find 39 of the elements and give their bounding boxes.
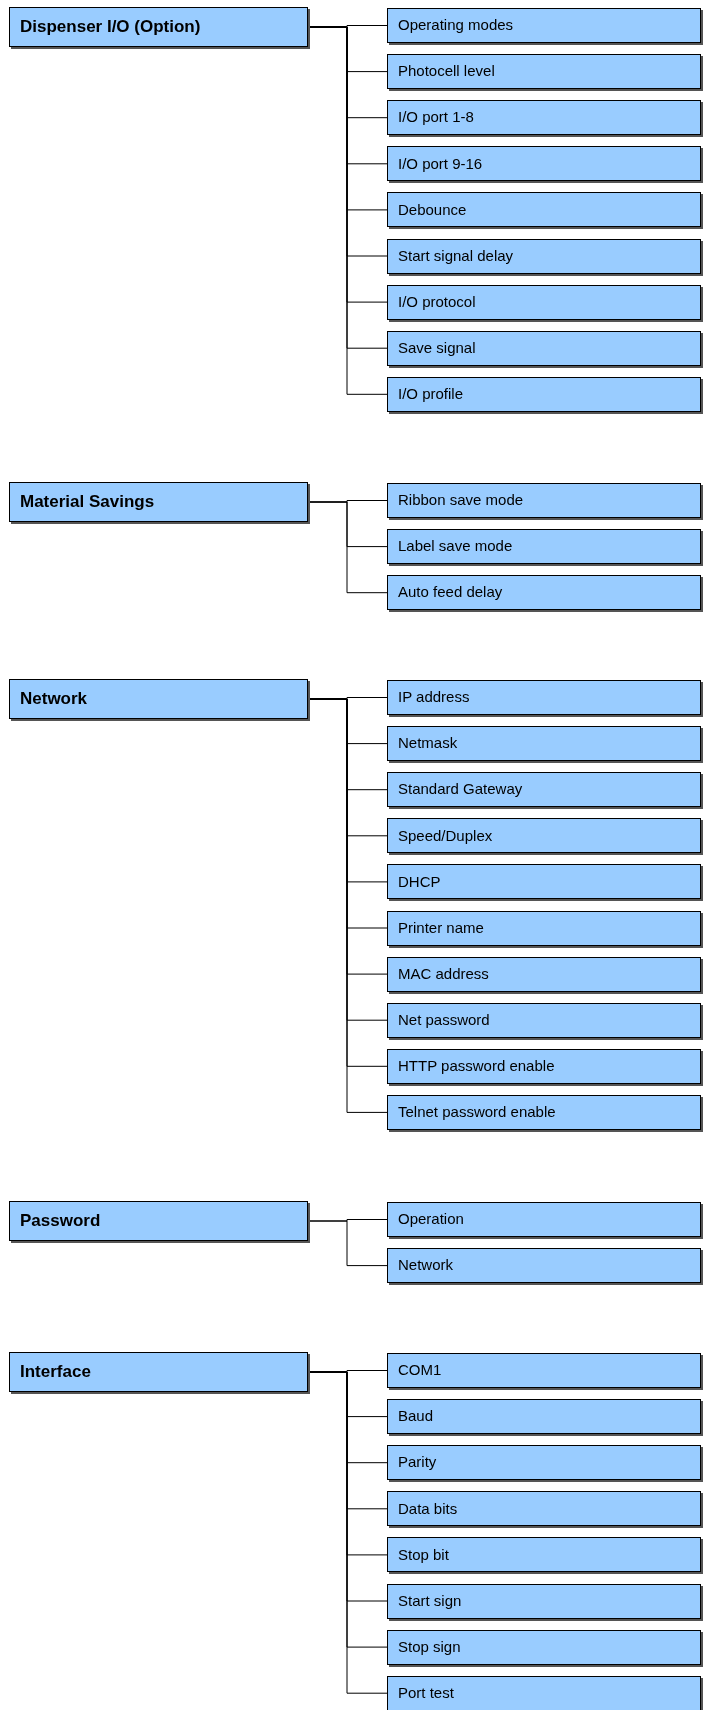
menu-item-box: Photocell level <box>387 54 701 90</box>
menu-item-box: DHCP <box>387 864 701 900</box>
menu-item-box: I/O profile <box>387 376 701 412</box>
menu-item-box: Netmask <box>387 726 701 762</box>
menu-item-box: Stop bit <box>387 1537 701 1573</box>
menu-item-box: Debounce <box>387 192 701 228</box>
menu-item-box: Stop sign <box>387 1629 701 1665</box>
menu-item-box: COM1 <box>387 1353 701 1388</box>
menu-item-box: Operation <box>387 1202 701 1237</box>
category-box: Network <box>9 679 308 719</box>
menu-item-box: Auto feed delay <box>387 575 701 611</box>
menu-item-box: Save signal <box>387 330 701 366</box>
connector-line <box>307 501 388 594</box>
menu-item-box: Label save mode <box>387 529 701 565</box>
category-box: Material Savings <box>9 482 308 522</box>
menu-item-box: I/O port 1-8 <box>387 100 701 136</box>
category-box: Interface <box>9 1352 308 1392</box>
menu-item-box: IP address <box>387 680 701 715</box>
menu-item-box: Network <box>387 1248 701 1284</box>
menu-item-box: Parity <box>387 1445 701 1481</box>
menu-item-box: Standard Gateway <box>387 772 701 808</box>
menu-item-box: Speed/Duplex <box>387 818 701 854</box>
menu-item-box: Printer name <box>387 910 701 946</box>
menu-item-box: Baud <box>387 1399 701 1435</box>
menu-item-box: MAC address <box>387 956 701 992</box>
connector-line <box>307 1220 388 1267</box>
menu-item-box: I/O port 9-16 <box>387 146 701 182</box>
menu-item-box: Net password <box>387 1002 701 1038</box>
menu-item-box: Port test <box>387 1675 701 1710</box>
menu-item-box: Ribbon save mode <box>387 483 701 518</box>
category-box: Password <box>9 1201 308 1241</box>
menu-item-box: Telnet password enable <box>387 1094 701 1130</box>
menu-item-box: Operating modes <box>387 8 701 43</box>
menu-item-box: Start signal delay <box>387 238 701 274</box>
menu-item-box: HTTP password enable <box>387 1048 701 1084</box>
menu-item-box: Data bits <box>387 1491 701 1527</box>
menu-item-box: Start sign <box>387 1583 701 1619</box>
category-box: Dispenser I/O (Option) <box>9 7 308 47</box>
menu-item-box: I/O protocol <box>387 284 701 320</box>
